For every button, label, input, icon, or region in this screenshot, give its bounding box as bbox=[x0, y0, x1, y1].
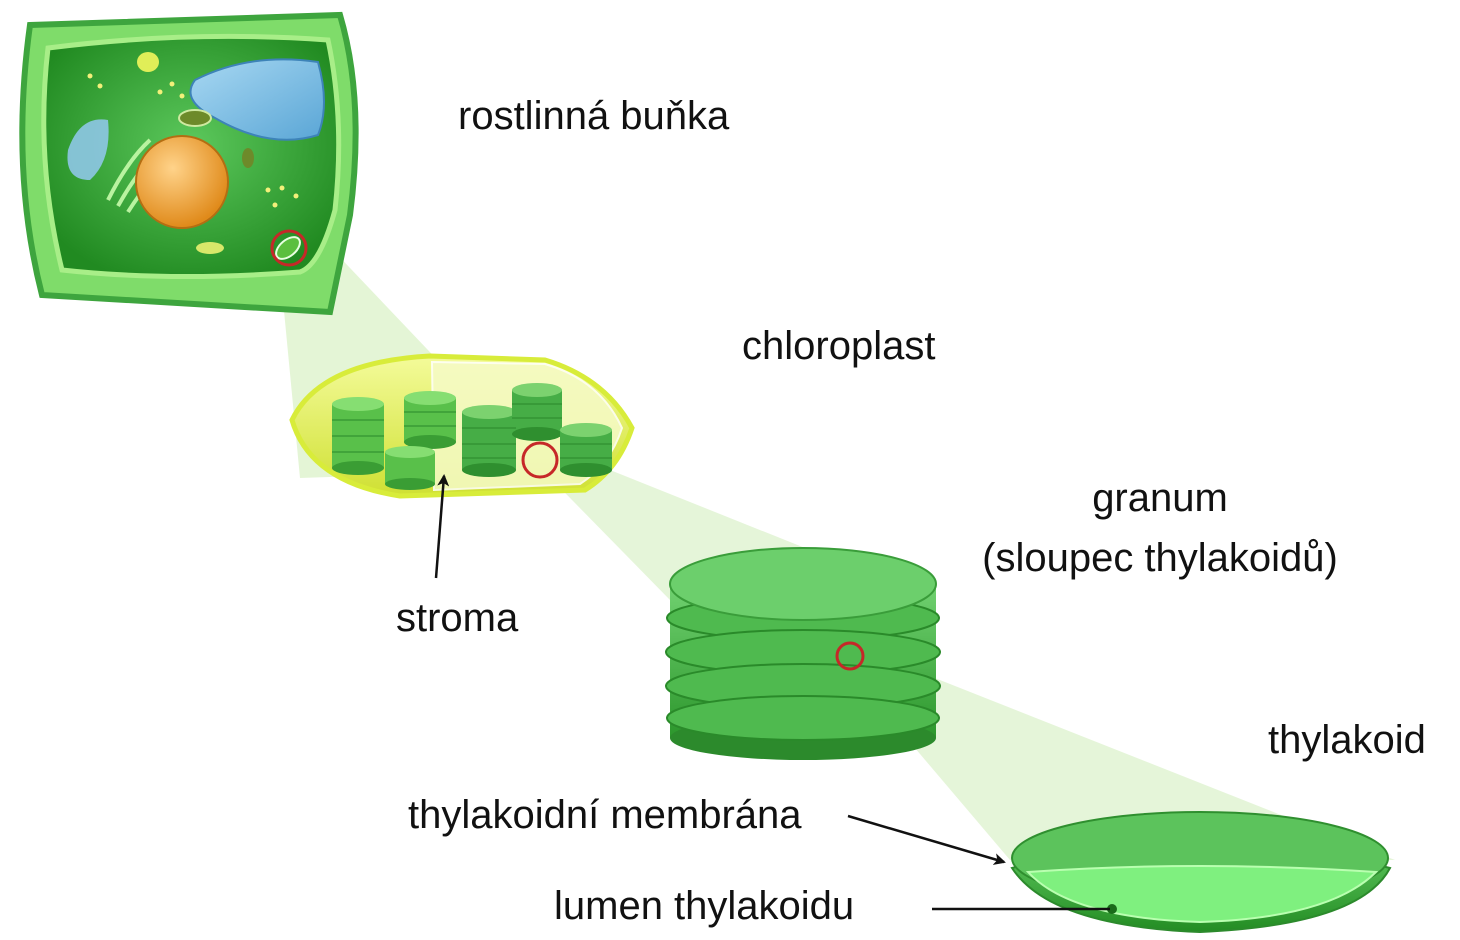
label-thylakoid-membrane: thylakoidní membrána bbox=[408, 795, 802, 835]
granum-stack-5 bbox=[512, 383, 562, 441]
label-chloroplast: chloroplast bbox=[742, 326, 935, 366]
label-granum-description: (sloupec thylakoidů) bbox=[955, 538, 1365, 578]
chloroplast-illustration bbox=[292, 356, 632, 496]
nucleus bbox=[136, 136, 228, 228]
granum-stack-2 bbox=[404, 391, 456, 449]
label-stroma: stroma bbox=[396, 598, 518, 638]
organelle-2 bbox=[242, 148, 254, 168]
label-lumen: lumen thylakoidu bbox=[554, 886, 854, 926]
label-granum: granum bbox=[1060, 478, 1260, 518]
organelle bbox=[137, 52, 159, 72]
granum-illustration bbox=[666, 548, 940, 760]
granum-stack-6 bbox=[560, 423, 612, 477]
granum-top-disc bbox=[670, 548, 936, 620]
label-plant-cell: rostlinná buňka bbox=[458, 96, 729, 136]
mitochondrion bbox=[179, 110, 211, 126]
mitochondrion-2 bbox=[196, 242, 224, 254]
label-thylakoid: thylakoid bbox=[1268, 720, 1426, 760]
granum-stack-4 bbox=[462, 405, 516, 477]
plant-cell-illustration bbox=[22, 15, 355, 312]
granum-stack-3 bbox=[385, 446, 435, 490]
thylakoid-illustration bbox=[1012, 812, 1390, 932]
